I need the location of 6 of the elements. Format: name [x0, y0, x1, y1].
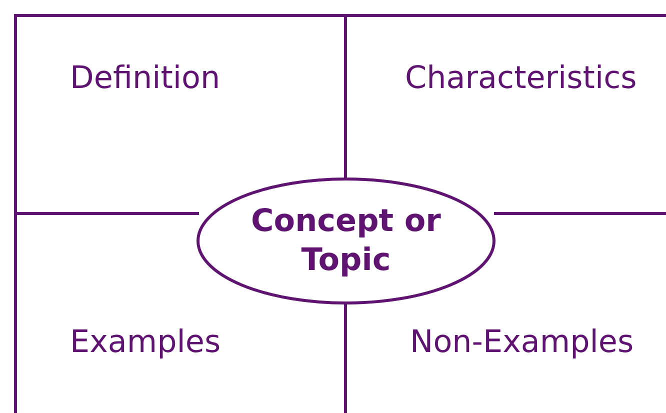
concept-title: Concept or Topic: [251, 202, 441, 280]
quadrant-heading: Non-Examples: [410, 324, 634, 360]
quadrant-heading: Examples: [70, 324, 221, 360]
quadrant-heading: Definition: [70, 60, 220, 96]
concept-ellipse: [196, 177, 496, 305]
quadrant-heading: Characteristics: [405, 60, 637, 96]
